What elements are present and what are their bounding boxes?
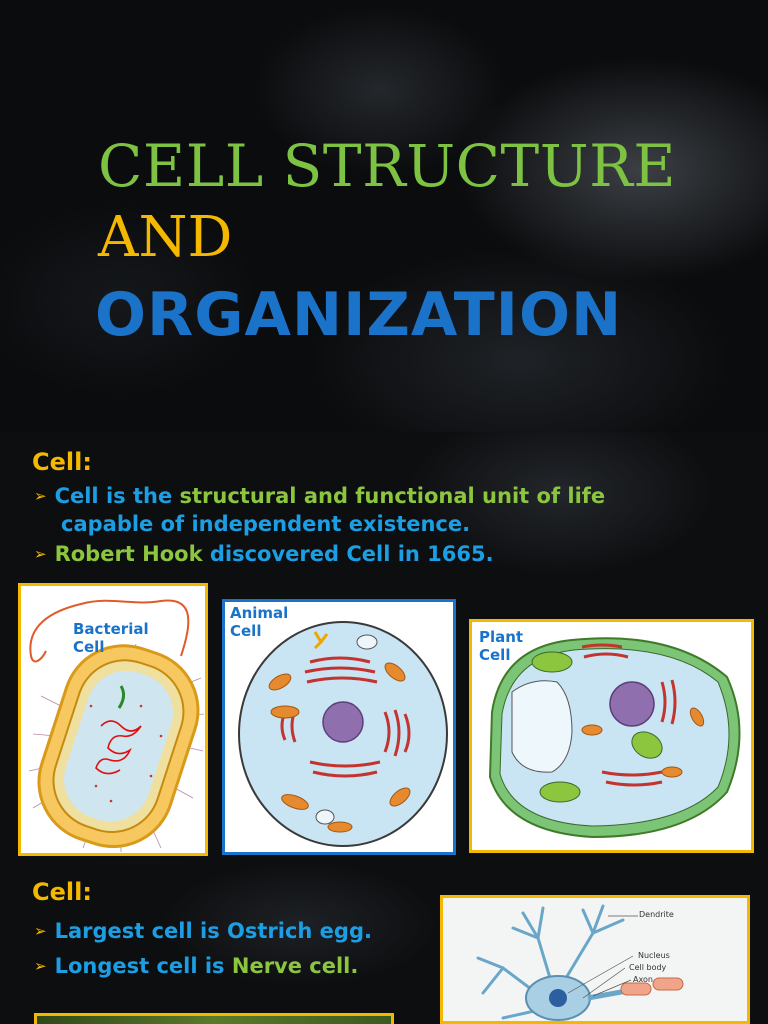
title-line-organization: ORGANIZATION (95, 280, 623, 350)
bullet-text-blue: Longest cell is (54, 954, 232, 978)
animal-cell-label: Animal Cell (230, 604, 289, 640)
plant-cell-label: Plant Cell (479, 628, 524, 664)
bullet-text-blue: Cell is the (54, 484, 180, 508)
title-slide: CELL STRUCTURE AND ORGANIZATION (0, 0, 768, 432)
title-line-and: AND (98, 205, 233, 270)
dendrite-label: Dendrite (639, 910, 674, 919)
animal-cell-illustration (238, 621, 448, 847)
bacterial-cell-label: Bacterial Cell (73, 620, 149, 656)
cell-body-label: Cell body (629, 963, 667, 972)
plant-cell-illustration (488, 637, 741, 839)
bacterial-cell-illustration (28, 599, 205, 852)
plant-cell-image: Plant Cell (469, 619, 754, 853)
neuron-diagram-image: Dendrite Nucleus Cell body Axon (440, 895, 750, 1024)
bullet-text-green: Nerve cell. (231, 954, 359, 978)
arrow-bullet-icon: ➢ (34, 922, 47, 940)
nucleus-label: Nucleus (638, 951, 670, 960)
axon-label: Axon (633, 975, 653, 984)
cell-facts-slide: Cell: ➢ Largest cell is Ostrich egg. ➢ Lon… (0, 864, 768, 1024)
arrow-bullet-icon: ➢ (34, 487, 47, 505)
slide-heading: Cell: (32, 878, 92, 906)
arrow-bullet-icon: ➢ (34, 957, 47, 975)
bullet-longest-cell: ➢ Longest cell is Nerve cell. (34, 952, 358, 982)
bullet-text-blue: Largest cell is Ostrich egg. (54, 919, 372, 943)
arrow-bullet-icon: ➢ (34, 545, 47, 563)
title-line-cell-structure: CELL STRUCTURE (98, 132, 677, 200)
bullet-cell-definition-line2: capable of independent existence. (61, 512, 471, 536)
bullet-text-green: structural and functional unit of life (179, 484, 606, 508)
bacterial-cell-image: Bacterial Cell (18, 583, 208, 856)
bullet-robert-hook: ➢ Robert Hook discovered Cell in 1665. (34, 540, 494, 570)
slide-heading: Cell: (32, 448, 92, 476)
cell-definition-slide: Cell: ➢ Cell is the structural and functi… (0, 432, 768, 864)
animal-cell-image: Animal Cell (222, 599, 456, 855)
neuron-illustration (476, 904, 684, 1021)
bullet-text-blue: discovered Cell in 1665. (209, 542, 494, 566)
bullet-text-green: Robert Hook (54, 542, 210, 566)
bullet-largest-cell: ➢ Largest cell is Ostrich egg. (34, 917, 372, 947)
ostrich-egg-image (34, 1013, 394, 1024)
bullet-cell-definition: ➢ Cell is the structural and functional u… (34, 482, 605, 512)
